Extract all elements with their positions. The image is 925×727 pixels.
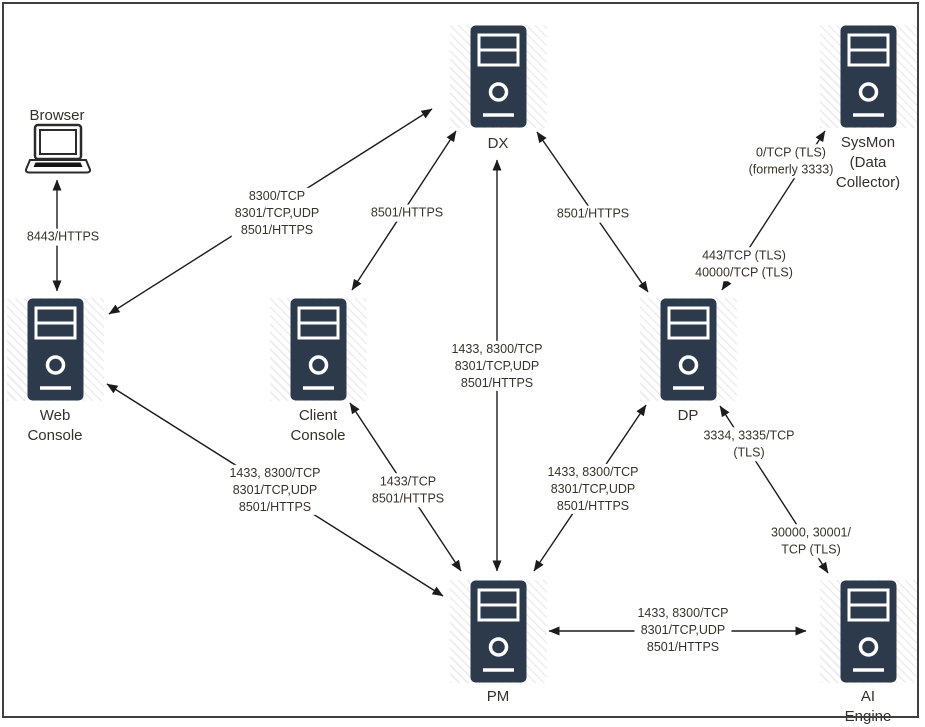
edge-label-web-console-pm: 1433, 8300/TCP 8301/TCP,UDP 8501/HTTPS — [226, 464, 324, 516]
server-tower-icon-pm — [470, 580, 527, 683]
edge-label-dp-ai-engine-lower: 30000, 30001/ TCP (TLS) — [768, 524, 854, 558]
server-tower-icon-ai-engine — [840, 580, 897, 683]
server-tower-icon-sysmon — [840, 25, 897, 128]
node-label-dx: DX — [487, 135, 509, 152]
server-tower-icon-client-console — [290, 298, 347, 401]
edge-label-dx-pm: 1433, 8300/TCP 8301/TCP,UDP 8501/HTTPS — [448, 340, 546, 392]
node-label-client-console: Client Console — [290, 407, 346, 444]
edge-label-dx-dp: 8501/HTTPS — [553, 205, 633, 223]
laptop-icon — [25, 123, 91, 177]
server-tower-icon-web-console — [27, 298, 84, 401]
edge-label-client-console-dx: 8501/HTTPS — [367, 204, 447, 222]
node-label-sysmon: SysMon (Data Collector) — [835, 134, 901, 191]
node-label-web-console: Web Console — [27, 407, 83, 444]
server-tower-icon-dx — [470, 25, 527, 128]
edge-label-pm-ai-engine: 1433, 8300/TCP 8301/TCP,UDP 8501/HTTPS — [634, 604, 732, 656]
edge-label-dp-sysmon-upper: 0/TCP (TLS) (formerly 3333) — [745, 144, 837, 178]
server-tower-icon-dp — [660, 298, 717, 401]
edge-label-dp-pm: 1433, 8300/TCP 8301/TCP,UDP 8501/HTTPS — [544, 463, 642, 515]
edge-label-dp-sysmon-lower: 443/TCP (TLS) 40000/TCP (TLS) — [692, 247, 796, 281]
edge-label-web-console-dx: 8300/TCP 8301/TCP,UDP 8501/HTTPS — [231, 187, 323, 239]
edge-label-client-console-pm: 1433/TCP 8501/HTTPS — [368, 473, 448, 507]
node-label-dp: DP — [677, 407, 699, 424]
node-label-ai-engine: AI Engine — [844, 688, 892, 725]
edge-label-browser-web-console: 8443/HTTPS — [23, 228, 103, 246]
edge-label-dp-ai-engine-upper: 3334, 3335/TCP (TLS) — [700, 427, 798, 461]
node-label-browser: Browser — [29, 107, 85, 124]
node-label-pm: PM — [486, 688, 510, 705]
